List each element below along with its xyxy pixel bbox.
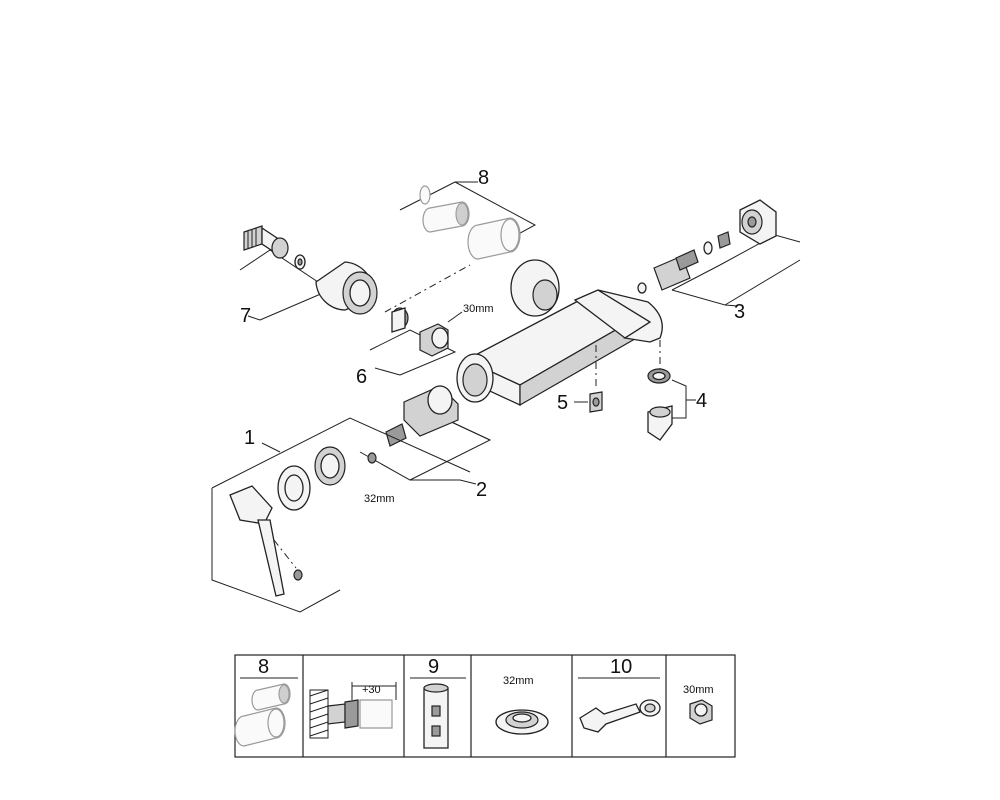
legend-cell-32mm-nut xyxy=(495,709,549,735)
part-8-extension-set xyxy=(399,181,537,260)
callout-5: 5 xyxy=(557,392,568,414)
callout-6: 6 xyxy=(356,366,367,388)
part-6-nut-set xyxy=(369,307,463,376)
legend-cell-9-socket-key xyxy=(410,677,466,749)
part-7-connection-set xyxy=(239,225,378,321)
legend-number-10: 10 xyxy=(610,656,632,678)
callout-3: 3 xyxy=(734,301,745,323)
legend-size-32mm: 32mm xyxy=(503,675,534,687)
part-2-cartridge-set xyxy=(359,385,492,485)
legend-size-30mm: 30mm xyxy=(683,684,714,696)
part-1-handle-set xyxy=(211,417,471,613)
callout-1: 1 xyxy=(244,427,255,449)
part-5-plug xyxy=(574,391,603,413)
callout-2: 2 xyxy=(476,479,487,501)
part-3-diverter-set xyxy=(637,199,801,307)
legend-offset-label: +30 xyxy=(362,684,381,696)
assembly-axis-line xyxy=(384,264,471,313)
legend-cell-10-wrench xyxy=(578,677,661,733)
callout-7: 7 xyxy=(240,305,251,327)
callout-4: 4 xyxy=(696,390,707,412)
legend-cell-8-extensions xyxy=(234,677,298,747)
legend-number-9: 9 xyxy=(428,656,439,678)
legend-number-8: 8 xyxy=(258,656,269,678)
part-4-aerator-set xyxy=(647,368,696,441)
legend-cell-30mm-nut xyxy=(689,699,713,725)
callout-8: 8 xyxy=(478,167,489,189)
dimension-30mm-top: 30mm xyxy=(463,303,494,315)
tools-legend-table: 8 +30 9 xyxy=(234,654,736,758)
dimension-32mm-bottom: 32mm xyxy=(364,493,395,505)
legend-cell-extension-offset xyxy=(309,682,397,739)
faucet-body xyxy=(456,259,663,407)
